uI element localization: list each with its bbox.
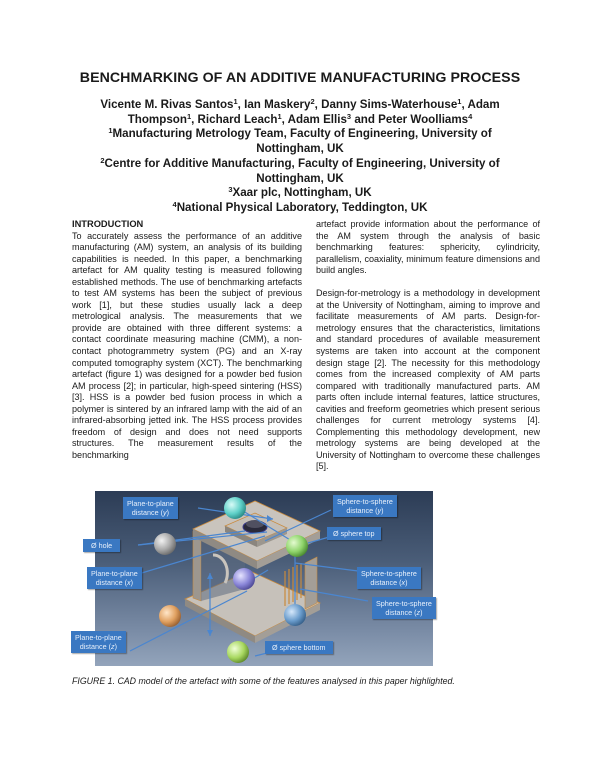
affiliation-mark: 4: [172, 199, 177, 209]
affiliation-text: Centre for Additive Manufacturing, Facul…: [104, 156, 500, 185]
author-name: Vicente M. Rivas Santos: [100, 98, 234, 111]
intro-paragraph: To accurately assess the performance of …: [72, 230, 302, 460]
label-plane-to-plane-x: Plane-to-plane distance (x): [87, 567, 142, 589]
axis-variable: z: [416, 608, 421, 617]
axis-variable: z: [110, 642, 115, 651]
label-text: Sphere-to-sphere: [361, 569, 417, 578]
label-text-part: distance (: [385, 608, 417, 617]
author-line: Vicente M. Rivas Santos1, Ian Maskery2, …: [90, 98, 510, 113]
figure-caption: FIGURE 1. CAD model of the artefact with…: [72, 676, 455, 686]
label-sphere-to-sphere-y: Sphere-to-sphere distance (y): [333, 495, 397, 517]
author-block: Vicente M. Rivas Santos1, Ian Maskery2, …: [90, 98, 510, 216]
label-text-part: distance (: [95, 578, 127, 587]
label-sphere-to-sphere-x: Sphere-to-sphere distance (x): [357, 567, 421, 589]
label-text-part: ): [405, 578, 408, 587]
axis-variable: x: [401, 578, 406, 587]
label-text-part: ): [381, 506, 384, 515]
label-text: Ø sphere bottom: [272, 643, 326, 652]
affiliation-mark: 2: [100, 155, 105, 165]
label-text-part: ): [114, 642, 117, 651]
affiliation-2: 2Centre for Additive Manufacturing, Facu…: [90, 157, 510, 186]
label-text-part: distance (: [370, 578, 402, 587]
label-plane-to-plane-z: Plane-to-plane distance (z): [71, 631, 126, 653]
label-text: Plane-to-plane: [91, 569, 138, 578]
affiliation-text: National Physical Laboratory, Teddington…: [176, 200, 428, 214]
affiliation-mark: 3: [228, 185, 233, 195]
label-text: distance (y): [337, 506, 393, 515]
label-sphere-bottom-diameter: Ø sphere bottom: [265, 641, 333, 654]
author-name: , Adam: [461, 98, 500, 111]
paper-title: BENCHMARKING OF AN ADDITIVE MANUFACTURIN…: [79, 70, 521, 86]
label-sphere-top-diameter: Ø sphere top: [327, 527, 381, 540]
label-text-part: distance (: [131, 508, 163, 517]
author-name: and Peter Woolliams: [351, 112, 469, 126]
affiliation-text: Xaar plc, Nottingham, UK: [232, 186, 372, 200]
axis-variable: y: [162, 508, 167, 517]
figure-cad-model: Plane-to-plane distance (y) Ø hole Plane…: [71, 491, 436, 666]
label-text: distance (x): [91, 578, 138, 587]
right-column: artefact provide information about the p…: [316, 219, 540, 473]
affiliation-mark: 3: [346, 111, 352, 121]
label-sphere-to-sphere-z: Sphere-to-sphere distance (z): [372, 597, 436, 619]
affiliation-mark: 1: [457, 97, 462, 106]
axis-variable: x: [126, 578, 131, 587]
label-text: distance (z): [75, 642, 122, 651]
label-text: distance (y): [127, 508, 174, 517]
label-text-part: distance (: [79, 642, 111, 651]
label-text: Ø sphere top: [333, 529, 375, 538]
label-text: Sphere-to-sphere: [376, 599, 432, 608]
affiliation-4: 4National Physical Laboratory, Teddingto…: [90, 201, 510, 216]
affiliation-mark: 4: [468, 111, 473, 121]
cad-model-illustration: [129, 497, 369, 663]
label-text: distance (z): [376, 608, 432, 617]
affiliation-3: 3Xaar plc, Nottingham, UK: [90, 186, 510, 201]
affiliation-mark: 1: [277, 111, 282, 121]
author-name: , Richard Leach: [191, 112, 278, 126]
paragraph-continued: artefact provide information about the p…: [316, 219, 540, 276]
author-name: , Adam Ellis: [281, 112, 347, 126]
author-line: Thompson1, Richard Leach1, Adam Ellis3 a…: [90, 111, 510, 128]
author-name: , Ian Maskery: [237, 98, 311, 111]
label-text-part: ): [420, 608, 423, 617]
label-plane-to-plane-y: Plane-to-plane distance (y): [123, 497, 178, 519]
section-heading: INTRODUCTION: [72, 219, 144, 229]
affiliation-mark: 2: [310, 97, 315, 106]
author-name: , Danny Sims-Waterhouse: [314, 98, 458, 111]
left-column: INTRODUCTION To accurately assess the pe…: [72, 219, 302, 461]
label-text: Sphere-to-sphere: [337, 497, 393, 506]
label-text-part: distance (: [346, 506, 378, 515]
author-name: Thompson: [127, 112, 187, 126]
label-text: Plane-to-plane: [75, 633, 122, 642]
affiliation-mark: 1: [108, 126, 113, 136]
affiliation-mark: 1: [186, 111, 192, 121]
label-text: Plane-to-plane: [127, 499, 174, 508]
label-text-part: ): [166, 508, 169, 517]
affiliation-mark: 1: [233, 97, 238, 106]
label-text: Ø hole: [91, 541, 113, 550]
label-hole-diameter: Ø hole: [83, 539, 121, 552]
affiliation-text: Manufacturing Metrology Team, Faculty of…: [112, 127, 492, 156]
label-text: distance (x): [361, 578, 417, 587]
affiliation-1: 1Manufacturing Metrology Team, Faculty o…: [90, 127, 510, 156]
axis-variable: y: [377, 506, 382, 515]
label-text-part: ): [130, 578, 133, 587]
design-for-metrology-paragraph: Design-for-metrology is a methodology in…: [316, 288, 540, 472]
